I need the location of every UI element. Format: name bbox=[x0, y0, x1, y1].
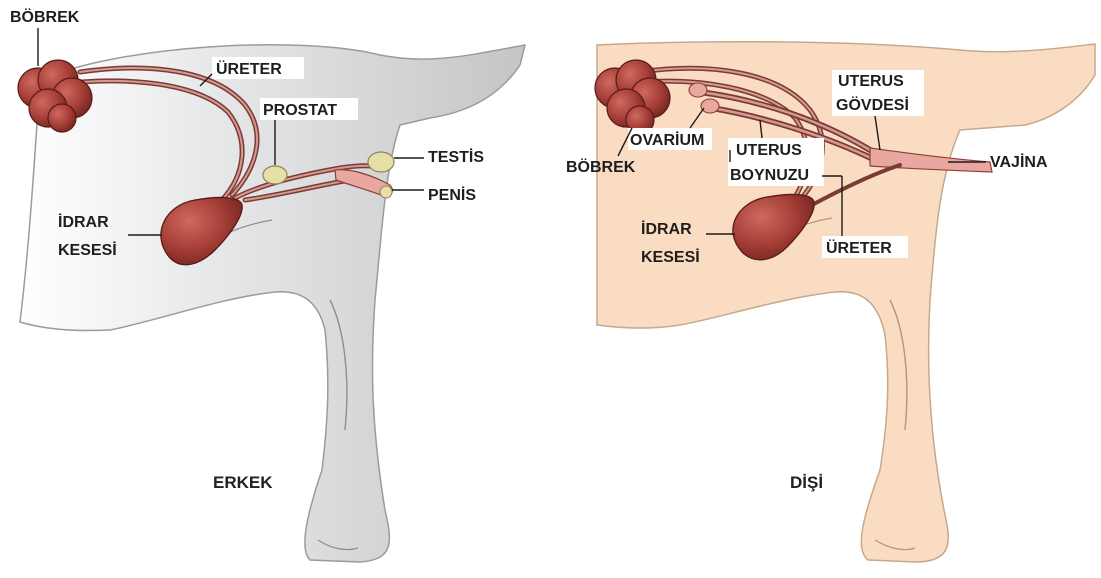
female-label-ovary: OVARİUM bbox=[630, 131, 704, 149]
male-testis bbox=[368, 152, 394, 172]
female-label-kidney: BÖBREK bbox=[566, 157, 636, 176]
male-label-prostate: PROSTAT bbox=[263, 102, 337, 119]
female-label-bladder-line2: KESESİ bbox=[641, 248, 700, 266]
female-panel: UTERUS GÖVDESİ OVARİUM UTERUS BOYNUZU BÖ… bbox=[566, 42, 1095, 562]
male-label-ureter: ÜRETER bbox=[216, 59, 282, 78]
male-testis-small bbox=[380, 186, 392, 198]
female-label-uterus-body-line1: UTERUS bbox=[838, 73, 904, 90]
male-label-kidney: BÖBREK bbox=[10, 7, 80, 26]
female-body-silhouette bbox=[597, 42, 1095, 562]
female-ovary-1 bbox=[689, 83, 707, 97]
female-label-uterus-horn-line2: BOYNUZU bbox=[730, 167, 809, 184]
male-label-bladder-line1: İDRAR bbox=[58, 213, 109, 231]
male-label-penis: PENİS bbox=[428, 186, 476, 204]
female-label-vagina: VAJİNA bbox=[990, 153, 1048, 171]
male-label-bladder-line2: KESESİ bbox=[58, 241, 117, 259]
male-caption: ERKEK bbox=[213, 473, 273, 492]
female-label-uterus-body-line2: GÖVDESİ bbox=[836, 95, 909, 114]
female-caption: DİŞİ bbox=[790, 473, 823, 492]
male-panel: BÖBREK ÜRETER PROSTAT TESTİS PENİS İDRAR… bbox=[10, 7, 525, 562]
male-prostate bbox=[263, 166, 287, 184]
female-label-bladder-line1: İDRAR bbox=[641, 220, 692, 238]
female-label-uterus-horn-line1: UTERUS bbox=[736, 142, 802, 159]
female-ovary-2 bbox=[701, 99, 719, 113]
female-label-ureter: ÜRETER bbox=[826, 238, 892, 257]
male-label-testis: TESTİS bbox=[428, 148, 484, 166]
